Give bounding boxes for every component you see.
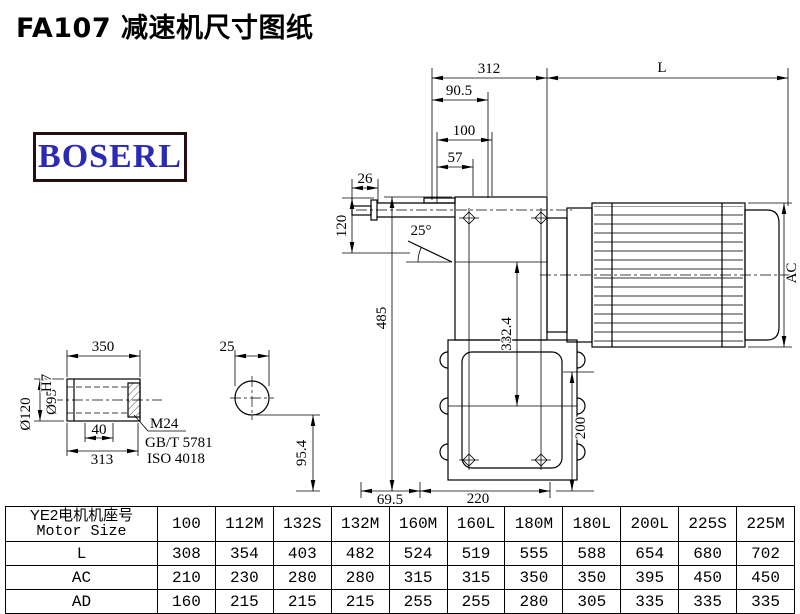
table-cell: 680 (678, 541, 738, 566)
dim-200-label: 200 (573, 417, 589, 440)
table-cell: 395 (620, 565, 680, 590)
table-col-header-100: 100 (157, 506, 216, 542)
standard-iso-label: ISO 4018 (147, 451, 205, 467)
table-cell: 315 (388, 565, 448, 590)
table-cell: 450 (678, 565, 738, 590)
table-cell: 280 (272, 565, 332, 590)
m24-leader-line (133, 414, 186, 432)
dim-485-label: 485 (374, 307, 390, 330)
table-header-en: Motor Size (36, 523, 127, 540)
table-cell: 354 (214, 541, 274, 566)
table-col-header-132s: 132S (272, 506, 332, 542)
dim-AC-label: AC (784, 263, 800, 284)
dimension-lines (34, 68, 792, 498)
brand-logo-text: BOSERL (38, 138, 182, 175)
dim-332-4-label: 332.4 (499, 317, 515, 351)
dim-69-5-label: 69.5 (377, 492, 403, 505)
table-col-header-180m: 180M (504, 506, 564, 542)
table-col-header-160m: 160M (388, 506, 448, 542)
table-cell: 350 (562, 565, 622, 590)
table-cell: 255 (446, 589, 506, 614)
table-cell: 482 (330, 541, 390, 566)
table-col-header-160l: 160L (446, 506, 506, 542)
shaft-bore-hidden-lines (67, 386, 128, 414)
table-cell: 215 (330, 589, 390, 614)
dim-312-label: 312 (478, 61, 501, 77)
table-col-header-225s: 225S (678, 506, 738, 542)
bolt-markers (459, 208, 551, 470)
dim-dia95-tolerance-label: H7 (39, 373, 55, 392)
row-label-L: L (5, 541, 158, 566)
table-cell: 654 (620, 541, 680, 566)
table-header-row: YE2电机机座号 Motor Size 100 112M 132S 132M 1… (5, 506, 795, 542)
table-cell: 315 (446, 565, 506, 590)
table-cell: 702 (736, 541, 795, 566)
table-cell: 524 (388, 541, 448, 566)
table-row-L: L 308 354 403 482 524 519 555 588 654 68… (5, 541, 795, 566)
thread-m24-label: M24 (150, 416, 179, 432)
dim-120-label: 120 (334, 215, 350, 238)
table-cell: 308 (157, 541, 216, 566)
dim-40-label: 40 (92, 422, 107, 438)
dim-25deg-label: 25° (411, 223, 432, 239)
row-label-AD: AD (5, 589, 158, 614)
motor-outline (546, 202, 780, 348)
dim-95-4-label: 95.4 (294, 439, 310, 466)
housing-interior-lines (406, 228, 577, 450)
table-cell: 403 (272, 541, 332, 566)
table-col-header-180l: 180L (562, 506, 622, 542)
dim-100-label: 100 (453, 123, 476, 139)
dim-57-label: 57 (448, 150, 464, 166)
table-col-header-132m: 132M (330, 506, 390, 542)
dim-25-label: 25 (220, 339, 235, 355)
table-cell: 450 (736, 565, 795, 590)
dim-350-label: 350 (92, 339, 115, 355)
table-cell: 335 (736, 589, 795, 614)
table-cell: 210 (157, 565, 216, 590)
dim-220-label: 220 (467, 491, 490, 505)
table-row-AC: AC 210 230 280 280 315 315 350 350 395 4… (5, 565, 795, 590)
table-cell: 335 (678, 589, 738, 614)
table-cell: 335 (620, 589, 680, 614)
table-cell: 280 (504, 589, 564, 614)
standard-gb-label: GB/T 5781 (145, 435, 213, 451)
brand-logo: BOSERL (33, 132, 187, 182)
table-cell: 555 (504, 541, 564, 566)
dim-L-label: L (657, 60, 666, 76)
table-cell: 160 (157, 589, 216, 614)
table-cell: 350 (504, 565, 564, 590)
table-cell: 255 (388, 589, 448, 614)
table-row-AD: AD 160 215 215 215 255 255 280 305 335 3… (5, 589, 795, 614)
table-cell: 519 (446, 541, 506, 566)
dim-313-label: 313 (91, 452, 114, 468)
shaft-side-view (66, 378, 270, 422)
page-title: FA107 减速机尺寸图纸 (16, 13, 314, 44)
table-cell: 215 (272, 589, 332, 614)
gearbox-dimension-drawing: 312 L 90.5 100 57 26 120 25° 485 332.4 2… (17, 59, 800, 505)
dim-dia95-label: Ø95 (44, 389, 60, 415)
table-cell: 215 (214, 589, 274, 614)
motor-size-table: YE2电机机座号 Motor Size 100 112M 132S 132M 1… (5, 506, 795, 614)
table-cell: 280 (330, 565, 390, 590)
table-header-motor-size: YE2电机机座号 Motor Size (5, 506, 158, 542)
table-col-header-112m: 112M (214, 506, 274, 542)
table-header-cn: YE2电机机座号 (29, 506, 134, 524)
row-label-AC: AC (5, 565, 158, 590)
table-cell: 230 (214, 565, 274, 590)
dim-26-label: 26 (358, 171, 374, 187)
table-col-header-225m: 225M (736, 506, 795, 542)
table-cell: 588 (562, 541, 622, 566)
dim-dia120-label: Ø120 (18, 397, 34, 430)
gearbox-front-view (351, 196, 586, 481)
dimension-labels: 312 L 90.5 100 57 26 120 25° 485 332.4 2… (17, 59, 800, 505)
dim-90-5-label: 90.5 (446, 83, 472, 99)
table-cell: 305 (562, 589, 622, 614)
table-col-header-200l: 200L (620, 506, 680, 542)
